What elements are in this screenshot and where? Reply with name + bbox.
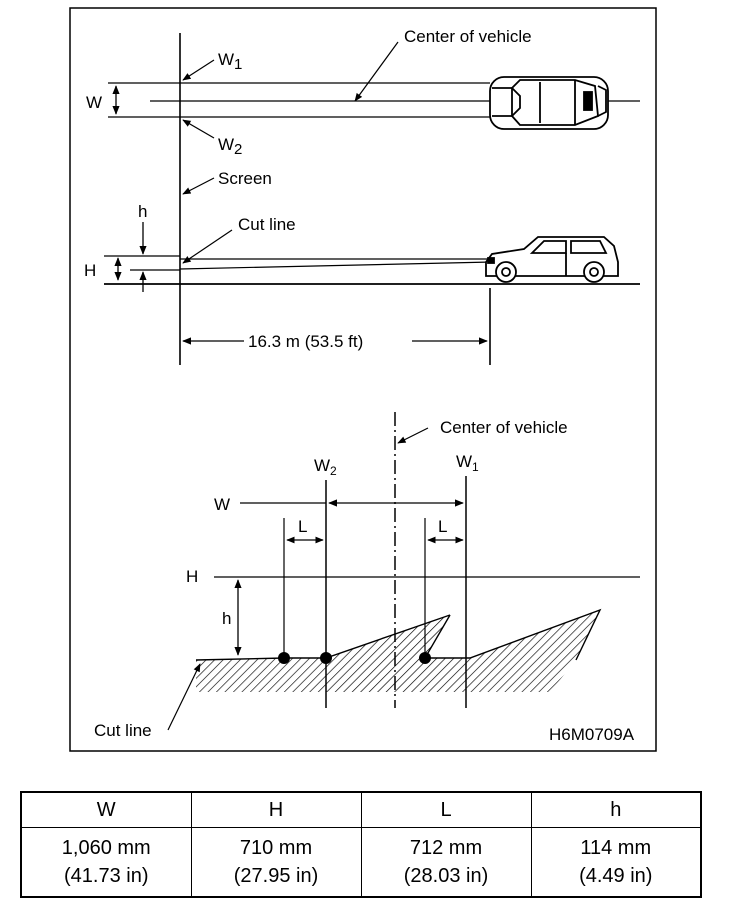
screen-l-right-label: L bbox=[438, 517, 447, 536]
figure-frame bbox=[69, 7, 657, 752]
screen-w1-label: W1 bbox=[456, 452, 479, 474]
table-cell-H: 710 mm(27.95 in) bbox=[190, 827, 362, 898]
side-H-label: H bbox=[84, 261, 96, 280]
car-top-view-icon bbox=[489, 76, 609, 130]
figure-code: H6M0709A bbox=[549, 725, 635, 744]
aim-point-dot bbox=[419, 652, 431, 664]
side-h-label: h bbox=[138, 202, 147, 221]
screen-cut-line-label: Cut line bbox=[94, 721, 152, 740]
aim-point-dot bbox=[320, 652, 332, 664]
table-header-cell: H bbox=[190, 791, 362, 828]
screen-l-left-label: L bbox=[298, 517, 307, 536]
table-cell-h: 114 mm(4.49 in) bbox=[530, 827, 702, 898]
screen-h-label: h bbox=[222, 609, 231, 628]
table-header-cell: L bbox=[360, 791, 532, 828]
top-w1-label: W1 bbox=[218, 50, 242, 73]
top-w2-label: W2 bbox=[218, 135, 242, 158]
table-cell-L: 712 mm(28.03 in) bbox=[360, 827, 532, 898]
top-w-label: W bbox=[86, 93, 102, 112]
table-header-row: W H L h bbox=[20, 791, 702, 828]
screen-center-label: Center of vehicle bbox=[440, 418, 568, 437]
distance-label: 16.3 m (53.5 ft) bbox=[248, 332, 363, 351]
table-header-cell: h bbox=[530, 791, 702, 828]
side-view: Screen h H Cut line bbox=[84, 169, 640, 365]
aim-point-dot bbox=[278, 652, 290, 664]
table-header-cell: W bbox=[20, 791, 192, 828]
specification-table: W H L h 1,060 mm(41.73 in) 710 mm(27.95 … bbox=[20, 791, 702, 898]
top-center-label: Center of vehicle bbox=[404, 27, 532, 46]
screen-view: Center of vehicle W2 W1 W L L H h Cut li… bbox=[94, 412, 640, 744]
car-side-view-icon bbox=[485, 236, 619, 283]
table-cell-w: 1,060 mm(41.73 in) bbox=[20, 827, 192, 898]
screen-H-label: H bbox=[186, 567, 198, 586]
screen-w-label: W bbox=[214, 495, 230, 514]
top-view: W W1 W2 Center of vehicle bbox=[86, 27, 640, 365]
screen-label: Screen bbox=[218, 169, 272, 188]
table-row: 1,060 mm(41.73 in) 710 mm(27.95 in) 712 … bbox=[20, 827, 702, 898]
headlight-aiming-diagram: W W1 W2 Center of vehicle Screen h bbox=[69, 7, 657, 752]
hatched-light-pattern bbox=[196, 610, 600, 692]
screen-w2-label: W2 bbox=[314, 456, 337, 478]
side-cut-line-label: Cut line bbox=[238, 215, 296, 234]
